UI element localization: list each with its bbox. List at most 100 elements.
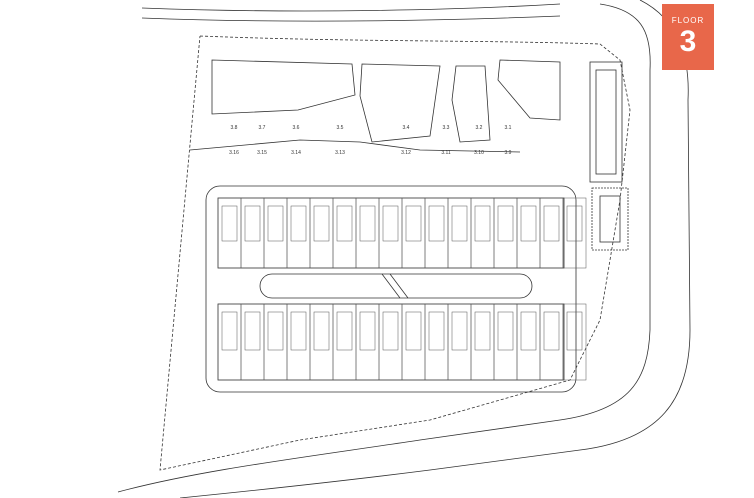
unit-room [543, 205, 560, 242]
unit-room [382, 311, 399, 351]
apartment-unit [355, 197, 380, 269]
apartment-unit [493, 303, 518, 381]
bridge [389, 273, 409, 299]
unit-room [451, 205, 468, 242]
apartment-unit [424, 197, 449, 269]
plot-label: 3.15 [257, 150, 267, 156]
south-wing [217, 303, 565, 381]
apartment-unit [378, 303, 403, 381]
stair-structure [589, 61, 623, 183]
pool [591, 187, 629, 251]
unit-room [566, 311, 583, 351]
plot-outline [359, 63, 441, 143]
unit-room [244, 205, 261, 242]
unit-room [428, 311, 445, 351]
floor-number: 3 [679, 25, 697, 58]
unit-room [474, 205, 491, 242]
plot-label: 3.13 [335, 150, 345, 156]
apartment-unit [309, 303, 334, 381]
apartment-unit [562, 197, 587, 269]
unit-room [497, 311, 514, 351]
apartment-unit [516, 197, 541, 269]
apartment-unit [401, 197, 426, 269]
apartment-unit [470, 303, 495, 381]
unit-room [359, 311, 376, 351]
unit-room [336, 205, 353, 242]
plot-outline [189, 139, 521, 153]
plot-label: 3.8 [231, 125, 238, 131]
road-edge-top [141, 3, 561, 12]
unit-room [221, 311, 238, 351]
plot-label: 3.11 [441, 150, 451, 156]
plot-outline [497, 59, 561, 121]
apartment-unit [286, 303, 311, 381]
unit-room [566, 205, 583, 242]
units-north [217, 197, 587, 269]
unit-room [382, 205, 399, 242]
north-wing [217, 197, 565, 269]
plot-label: 3.6 [293, 125, 300, 131]
plot-outline [211, 59, 356, 115]
unit-room [451, 311, 468, 351]
floor-badge: FLOOR 3 [662, 4, 714, 70]
plot-label: 3.7 [259, 125, 266, 131]
apartment-unit [286, 197, 311, 269]
unit-room [543, 311, 560, 351]
road-edge-right-outer [179, 0, 691, 498]
apartment-unit [470, 197, 495, 269]
road-edge-top-2 [141, 15, 561, 22]
unit-room [474, 311, 491, 351]
apartment-unit [240, 197, 265, 269]
apartment-unit [263, 303, 288, 381]
apartment-unit [240, 303, 265, 381]
apartment-unit [217, 197, 242, 269]
unit-room [290, 205, 307, 242]
plot-label: 3.5 [337, 125, 344, 131]
unit-room [520, 311, 537, 351]
courtyard [259, 273, 533, 299]
road-edge-right [117, 3, 651, 493]
bridge [381, 273, 401, 299]
apartment-unit [447, 303, 472, 381]
apartment-unit [332, 303, 357, 381]
unit-room [405, 311, 422, 351]
unit-room [520, 205, 537, 242]
apartment-unit [355, 303, 380, 381]
building-outline [205, 185, 577, 393]
apartment-unit [332, 197, 357, 269]
unit-room [313, 205, 330, 242]
apartment-unit [424, 303, 449, 381]
unit-room [405, 205, 422, 242]
apartment-unit [539, 303, 564, 381]
apartment-unit [217, 303, 242, 381]
floor-label: FLOOR [671, 16, 705, 25]
stair-structure-inner [595, 69, 617, 175]
plot-label: 3.16 [229, 150, 239, 156]
apartment-unit [401, 303, 426, 381]
apartment-unit [516, 303, 541, 381]
site-boundary [159, 35, 631, 471]
plot-label: 3.14 [291, 150, 301, 156]
unit-room [359, 205, 376, 242]
plot-label: 3.3 [443, 125, 450, 131]
pool-inner [599, 195, 621, 243]
unit-room [428, 205, 445, 242]
units-south [217, 303, 587, 381]
plot-label: 3.10 [474, 150, 484, 156]
unit-room [244, 311, 261, 351]
unit-room [221, 205, 238, 242]
unit-room [290, 311, 307, 351]
unit-room [267, 205, 284, 242]
apartment-unit [447, 197, 472, 269]
plot-label: 3.9 [505, 150, 512, 156]
apartment-unit [562, 303, 587, 381]
unit-room [313, 311, 330, 351]
unit-room [497, 205, 514, 242]
apartment-unit [309, 197, 334, 269]
plot-label: 3.1 [505, 125, 512, 131]
apartment-unit [493, 197, 518, 269]
plot-outline [451, 65, 491, 143]
plot-label: 3.12 [401, 150, 411, 156]
apartment-unit [263, 197, 288, 269]
